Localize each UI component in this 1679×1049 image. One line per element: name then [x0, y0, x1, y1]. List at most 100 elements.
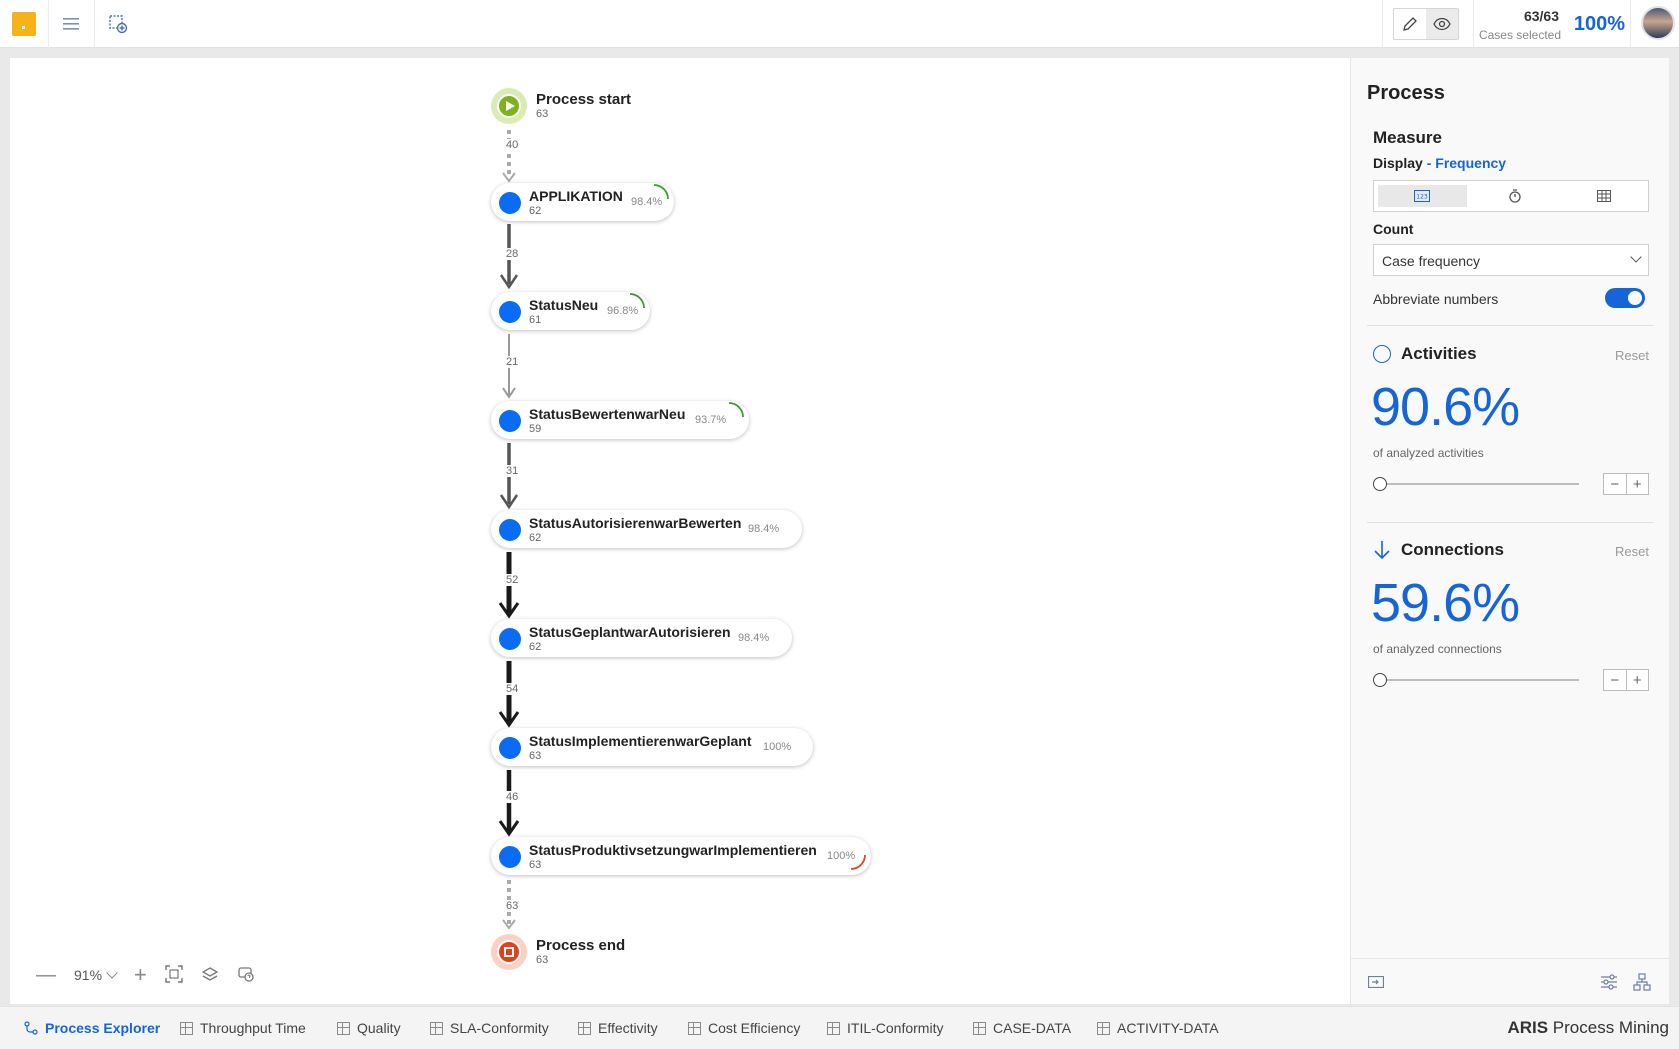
- connections-slider-handle[interactable]: [1373, 673, 1387, 687]
- increase-button[interactable]: +: [1625, 474, 1649, 494]
- zoom-out-icon[interactable]: —: [36, 963, 56, 986]
- tab-label: SLA-Conformity: [450, 1020, 549, 1036]
- zoom-level[interactable]: 91%: [74, 967, 103, 983]
- process-end-node[interactable]: [491, 934, 527, 970]
- arrowhead: [499, 494, 519, 510]
- activity-node[interactable]: APPLIKATION 62 98.4%: [491, 183, 674, 221]
- edge-label: 31: [505, 465, 520, 477]
- arrowhead: [499, 274, 519, 290]
- connections-slider-track[interactable]: [1379, 679, 1579, 681]
- tab-process-explorer[interactable]: Process Explorer: [24, 1020, 160, 1036]
- activity-dot: [499, 301, 521, 323]
- frequency-option[interactable]: 123: [1378, 185, 1467, 207]
- edge-label: 54: [505, 683, 520, 695]
- tab-quality[interactable]: Quality: [337, 1020, 401, 1036]
- tab-throughput-time[interactable]: Throughput Time: [180, 1020, 306, 1036]
- divider: [48, 0, 49, 48]
- activities-slider-handle[interactable]: [1373, 477, 1387, 491]
- activity-percent: 100%: [763, 741, 792, 753]
- activity-name: StatusImplementierenwarGeplant: [529, 733, 752, 749]
- activities-reset-button[interactable]: Reset: [1615, 348, 1649, 363]
- brand-label: ARIS Process Mining: [1507, 1018, 1669, 1038]
- activity-dot: [499, 519, 521, 541]
- tab-sla-conformity[interactable]: SLA-Conformity: [430, 1020, 549, 1036]
- tab-case-data[interactable]: CASE-DATA: [973, 1020, 1071, 1036]
- edge-label: 63: [505, 900, 520, 912]
- number-icon: 123: [1414, 190, 1431, 202]
- menu-icon[interactable]: [59, 12, 83, 36]
- panel-footer: [1351, 958, 1670, 1004]
- divider: [1367, 325, 1654, 326]
- abbreviate-toggle[interactable]: [1605, 288, 1645, 308]
- activities-slider-track[interactable]: [1379, 483, 1579, 485]
- edge-label: 52: [505, 574, 520, 586]
- activity-percent: 98.4%: [631, 196, 663, 208]
- activity-node[interactable]: StatusAutorisierenwarBewerten 62 98.4%: [491, 510, 802, 548]
- fit-to-screen-icon[interactable]: [165, 964, 183, 986]
- activity-node[interactable]: StatusGeplantwarAutorisieren 62 98.4%: [491, 619, 792, 657]
- view-mode-button[interactable]: [1426, 9, 1458, 39]
- tab-cost-efficiency[interactable]: Cost Efficiency: [688, 1020, 800, 1036]
- process-map-canvas[interactable]: 40 28 21 31 52 54 46 63 Process start 63…: [10, 58, 1350, 1004]
- dashboard-icon: [688, 1021, 701, 1035]
- activity-count: 61: [529, 314, 542, 326]
- tab-activity-data[interactable]: ACTIVITY-DATA: [1097, 1020, 1219, 1036]
- help-icon[interactable]: [237, 965, 255, 986]
- filter-settings-icon[interactable]: [1600, 973, 1618, 991]
- properties-panel: Process Measure Display - Frequency 123 …: [1350, 58, 1670, 1004]
- brand-bold: ARIS: [1507, 1018, 1549, 1037]
- activity-percent: 100%: [827, 850, 856, 862]
- divider: [1630, 0, 1631, 48]
- cases-count[interactable]: 63/63: [1523, 8, 1559, 24]
- cases-percent[interactable]: 100%: [1573, 13, 1625, 35]
- connections-title: Connections: [1401, 540, 1504, 559]
- tab-effectivity[interactable]: Effectivity: [578, 1020, 658, 1036]
- activity-dot: [499, 192, 521, 214]
- dashboard-icon: [337, 1021, 350, 1035]
- table-option[interactable]: [1559, 181, 1648, 211]
- connections-header: Connections: [1373, 540, 1504, 560]
- decrease-button[interactable]: −: [1610, 671, 1620, 689]
- process-start-label: Process start: [536, 91, 632, 108]
- activity-dot: [499, 737, 521, 759]
- activity-name: StatusBewertenwarNeu: [529, 406, 686, 422]
- tab-itil-conformity[interactable]: ITIL-Conformity: [827, 1020, 943, 1036]
- activity-name: StatusGeplantwarAutorisieren: [529, 624, 731, 640]
- tab-label: Throughput Time: [200, 1020, 306, 1036]
- display-value: Frequency: [1435, 155, 1507, 171]
- time-option[interactable]: [1471, 181, 1560, 211]
- chevron-down-icon[interactable]: [106, 967, 118, 979]
- app-logo[interactable]: [12, 12, 36, 36]
- activity-node[interactable]: StatusImplementierenwarGeplant 63 100%: [491, 728, 813, 766]
- dashboard-icon: [430, 1021, 443, 1035]
- edit-mode-button[interactable]: [1394, 9, 1426, 39]
- increase-button[interactable]: +: [1625, 670, 1649, 690]
- user-avatar[interactable]: [1641, 6, 1675, 40]
- count-label: Count: [1373, 221, 1414, 237]
- abbreviate-label: Abbreviate numbers: [1373, 291, 1499, 307]
- hierarchy-icon[interactable]: [1633, 973, 1651, 991]
- zoom-in-icon[interactable]: +: [134, 962, 147, 987]
- activity-name: StatusAutorisierenwarBewerten: [529, 515, 742, 531]
- activity-dot: [499, 846, 521, 868]
- activity-node[interactable]: StatusProduktivsetzungwarImplementieren …: [491, 837, 871, 875]
- activity-count: 62: [529, 205, 542, 217]
- add-selection-icon[interactable]: [106, 12, 130, 36]
- process-start-node[interactable]: [491, 88, 527, 124]
- activity-node[interactable]: StatusBewertenwarNeu 59 93.7%: [491, 401, 749, 439]
- activity-circle-icon: [1373, 345, 1391, 363]
- activities-caption: of analyzed activities: [1373, 446, 1484, 460]
- divider: [1473, 0, 1474, 48]
- display-separator: -: [1422, 155, 1436, 171]
- collapse-panel-icon[interactable]: [1367, 973, 1385, 991]
- activity-node[interactable]: StatusNeu 61 96.8%: [491, 292, 650, 330]
- dashboard-icon: [180, 1021, 193, 1035]
- connections-reset-button[interactable]: Reset: [1615, 544, 1649, 559]
- measure-heading: Measure: [1373, 128, 1442, 147]
- coverage-arc: [653, 184, 669, 200]
- decrease-button[interactable]: −: [1610, 475, 1620, 493]
- stopwatch-icon: [1509, 189, 1521, 203]
- connections-caption: of analyzed connections: [1373, 642, 1502, 656]
- count-select[interactable]: Case frequency: [1373, 244, 1649, 276]
- layers-icon[interactable]: [201, 965, 219, 986]
